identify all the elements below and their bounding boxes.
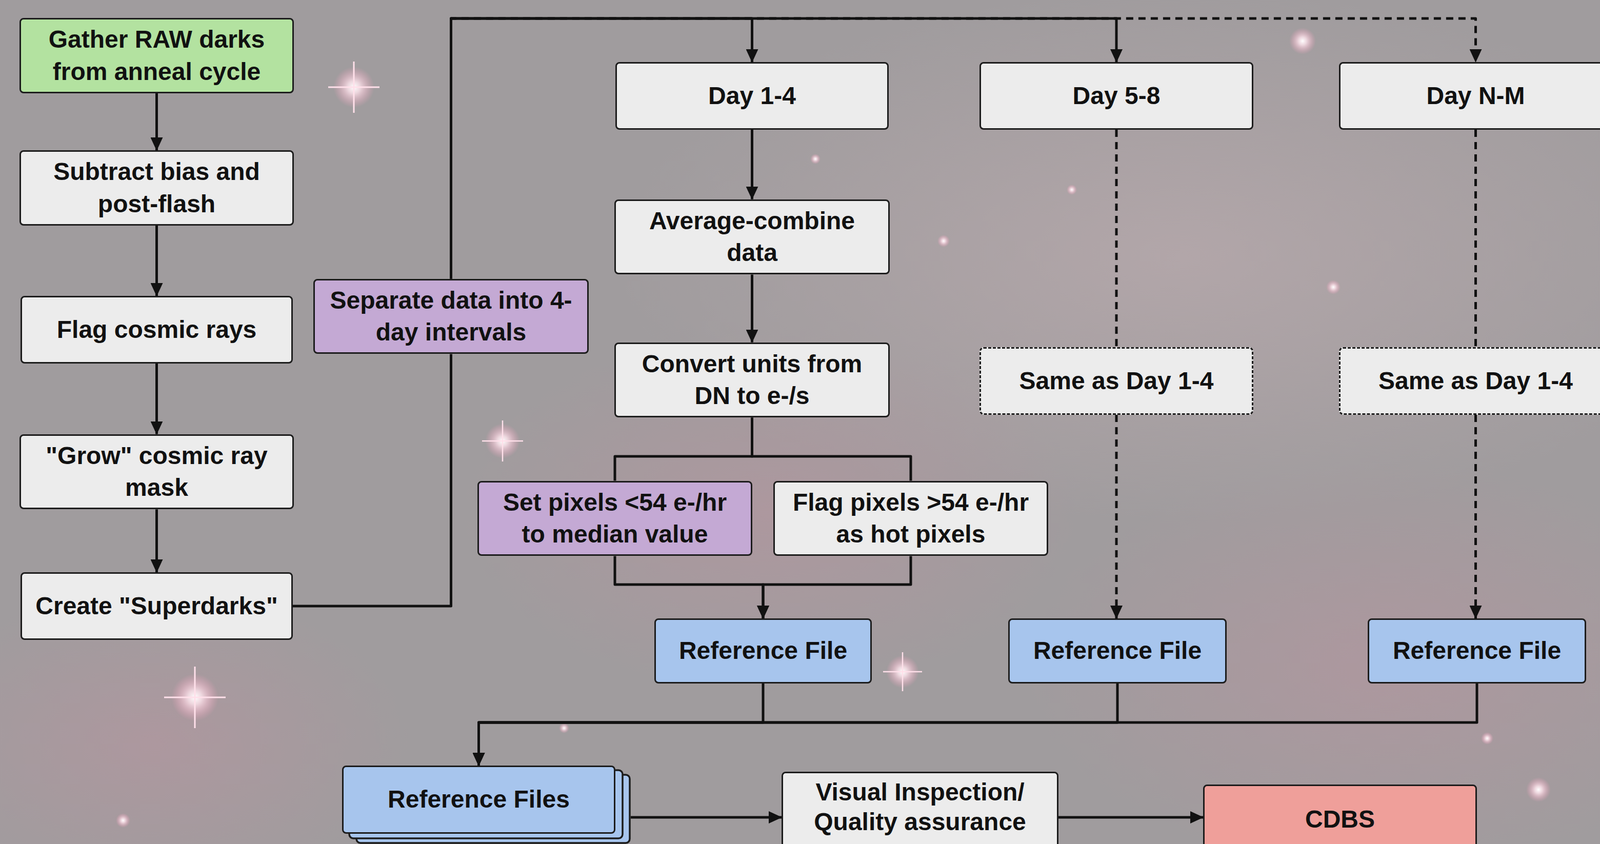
process-box: Day N-M <box>1338 62 1600 130</box>
box-label: Day N-M <box>1426 80 1525 112</box>
box-label: Average-combine data <box>627 205 877 270</box>
box-label: Gather RAW darks from anneal cycle <box>32 23 282 88</box>
box-label: Separate data into 4-day intervals <box>326 284 576 349</box>
flow-arrow <box>614 417 753 481</box>
box-label: Reference Files <box>387 783 570 816</box>
flow-arrow <box>630 816 782 819</box>
star <box>164 666 226 729</box>
process-box: Average-combine data <box>614 199 890 275</box>
flow-arrow <box>478 683 1118 766</box>
box-label: CDBS <box>1305 803 1375 836</box>
flow-arrow <box>1474 414 1477 619</box>
box-label: Flag pixels >54 e-/hr as hot pixels <box>786 486 1036 551</box>
box-label: Same as Day 1-4 <box>1019 365 1214 397</box>
process-box: Reference File <box>654 618 872 684</box>
star <box>883 652 923 692</box>
box-label: Convert units from DN to e-/s <box>627 348 877 413</box>
box-label: Reference File <box>1033 634 1202 667</box>
box-label: Subtract bias and post-flash <box>32 155 282 220</box>
flow-arrow <box>1115 129 1118 348</box>
process-box: Day 5-8 <box>979 62 1254 130</box>
flow-arrow <box>478 683 764 766</box>
box-label: Reference File <box>678 634 848 667</box>
process-box: Convert units from DN to e-/s <box>614 342 890 418</box>
process-box: Day 1-4 <box>615 62 889 130</box>
box-label: Visual Inspection/ Quality assurance <box>794 777 1046 837</box>
flow-arrow <box>451 18 1476 279</box>
flow-arrow <box>750 129 754 200</box>
flow-arrow <box>752 417 912 481</box>
flow-arrow <box>155 509 158 573</box>
star <box>328 61 380 113</box>
star <box>115 27 1551 828</box>
nebula <box>1025 461 1600 844</box>
box-label: "Grow" cosmic ray mask <box>32 440 282 505</box>
flow-arrow <box>614 555 764 619</box>
process-box: Set pixels <54 e-/hr to median value <box>477 481 753 557</box>
process-box: Visual Inspection/ Quality assurance <box>781 771 1059 844</box>
process-box: Gather RAW darks from anneal cycle <box>19 17 294 94</box>
flow-arrow <box>750 274 754 343</box>
flow-arrow <box>155 93 158 151</box>
process-box: Reference File <box>1367 618 1587 684</box>
box-label: Day 1-4 <box>708 80 796 112</box>
flow-arrow <box>478 683 1478 766</box>
placeholder-box: Same as Day 1-4 <box>979 347 1254 415</box>
process-box: CDBS <box>1203 784 1477 844</box>
box-label: Set pixels <54 e-/hr to median value <box>490 486 740 551</box>
box-label: Flag cosmic rays <box>56 313 257 346</box>
flow-arrow <box>155 363 158 435</box>
box-label: Same as Day 1-4 <box>1378 365 1573 397</box>
process-box: Flag cosmic rays <box>20 295 293 364</box>
process-box: "Grow" cosmic ray mask <box>19 434 294 510</box>
flow-arrow <box>1058 816 1204 819</box>
process-box: Reference File <box>1008 618 1227 684</box>
flow-arrow <box>1115 414 1118 619</box>
process-box: Subtract bias and post-flash <box>19 150 294 226</box>
process-box: Flag pixels >54 e-/hr as hot pixels <box>773 481 1049 557</box>
box-label: Reference File <box>1392 634 1562 667</box>
flow-arrow <box>292 353 452 607</box>
flow-arrow <box>763 555 911 619</box>
star <box>482 420 524 462</box>
placeholder-box: Same as Day 1-4 <box>1338 347 1600 415</box>
box-label: Create "Superdarks" <box>35 590 278 623</box>
flow-arrow <box>1474 129 1477 348</box>
process-box: Separate data into 4-day intervals <box>313 278 589 355</box>
box-label: Day 5-8 <box>1072 80 1161 112</box>
flow-arrow <box>451 18 1117 279</box>
flow-arrow <box>155 225 158 296</box>
process-box: Create "Superdarks" <box>20 572 293 640</box>
process-box: Reference Files <box>342 765 616 834</box>
